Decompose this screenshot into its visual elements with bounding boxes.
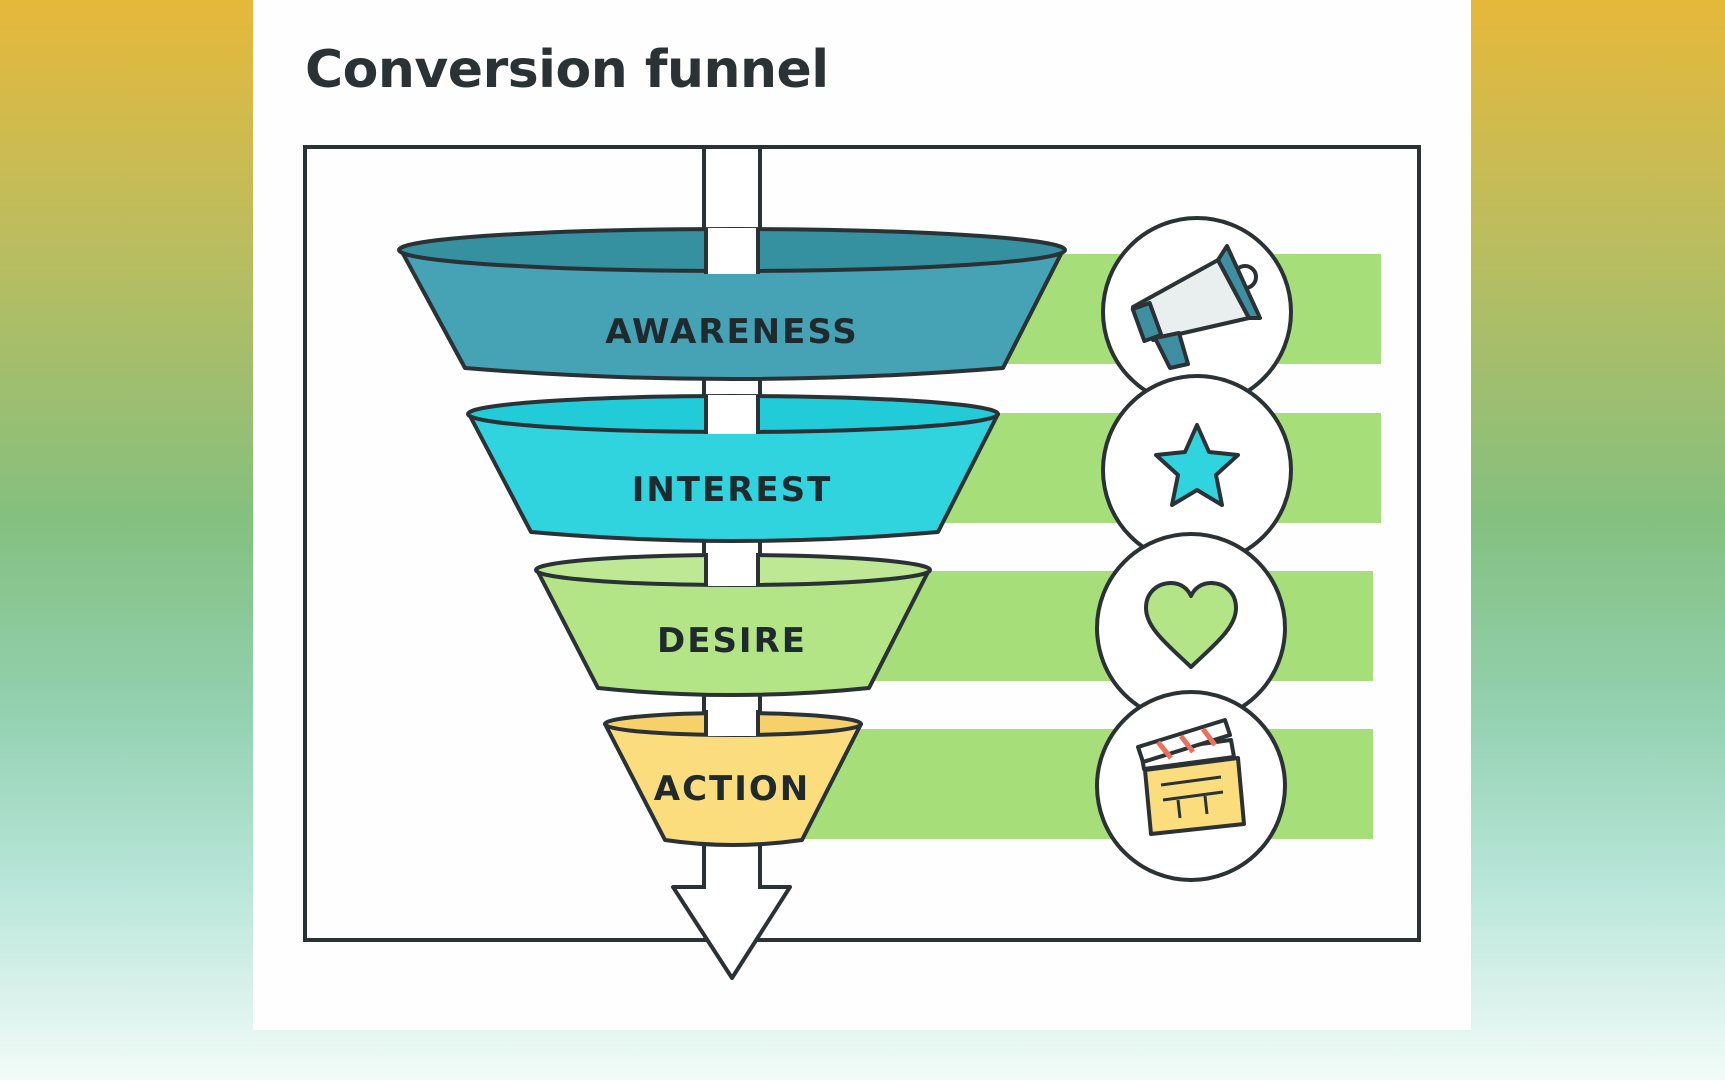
stage-label-interest: INTEREST [632, 470, 833, 510]
page-title: Conversion funnel [305, 40, 829, 100]
star-icon [1154, 423, 1240, 507]
diagram-card: Conversion funnel AWARENESS [253, 0, 1471, 1030]
funnel-diagram: AWARENESS INTEREST DESIRE ACT [303, 145, 1421, 980]
stage-label-action: ACTION [654, 769, 810, 809]
funnel-stage-action: ACTION [603, 710, 863, 847]
stage-label-awareness: AWARENESS [605, 312, 859, 352]
funnel-stage-awareness: AWARENESS [397, 227, 1067, 381]
megaphone-icon [1130, 244, 1262, 370]
clapperboard-icon [1136, 718, 1246, 836]
stage-label-desire: DESIRE [657, 621, 807, 661]
funnel-stage-interest: INTEREST [466, 394, 1000, 543]
heart-icon [1144, 581, 1238, 669]
diagram-frame [303, 145, 1421, 942]
funnel-stage-desire: DESIRE [534, 553, 932, 697]
